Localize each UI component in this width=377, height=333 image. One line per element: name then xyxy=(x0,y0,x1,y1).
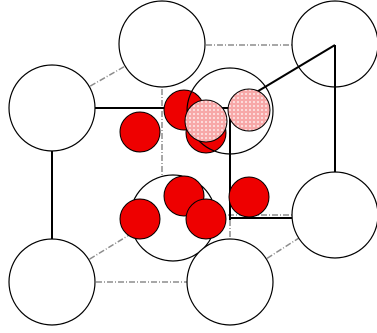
small-atom xyxy=(185,198,227,240)
small-atoms-hidden xyxy=(184,88,271,143)
hidden-small-atom xyxy=(184,99,228,143)
corner-atom xyxy=(8,64,96,152)
large-atoms-back xyxy=(118,0,377,88)
diag-top-left xyxy=(51,44,163,109)
small-atom xyxy=(119,111,161,153)
corner-atom xyxy=(291,171,377,259)
corner-atom xyxy=(186,238,274,326)
hidden-small-atom xyxy=(227,88,271,132)
corner-atom xyxy=(118,0,206,88)
corner-atom xyxy=(8,238,96,326)
small-atom xyxy=(228,176,270,218)
small-atoms-lower xyxy=(119,175,270,240)
small-atom xyxy=(119,198,161,240)
